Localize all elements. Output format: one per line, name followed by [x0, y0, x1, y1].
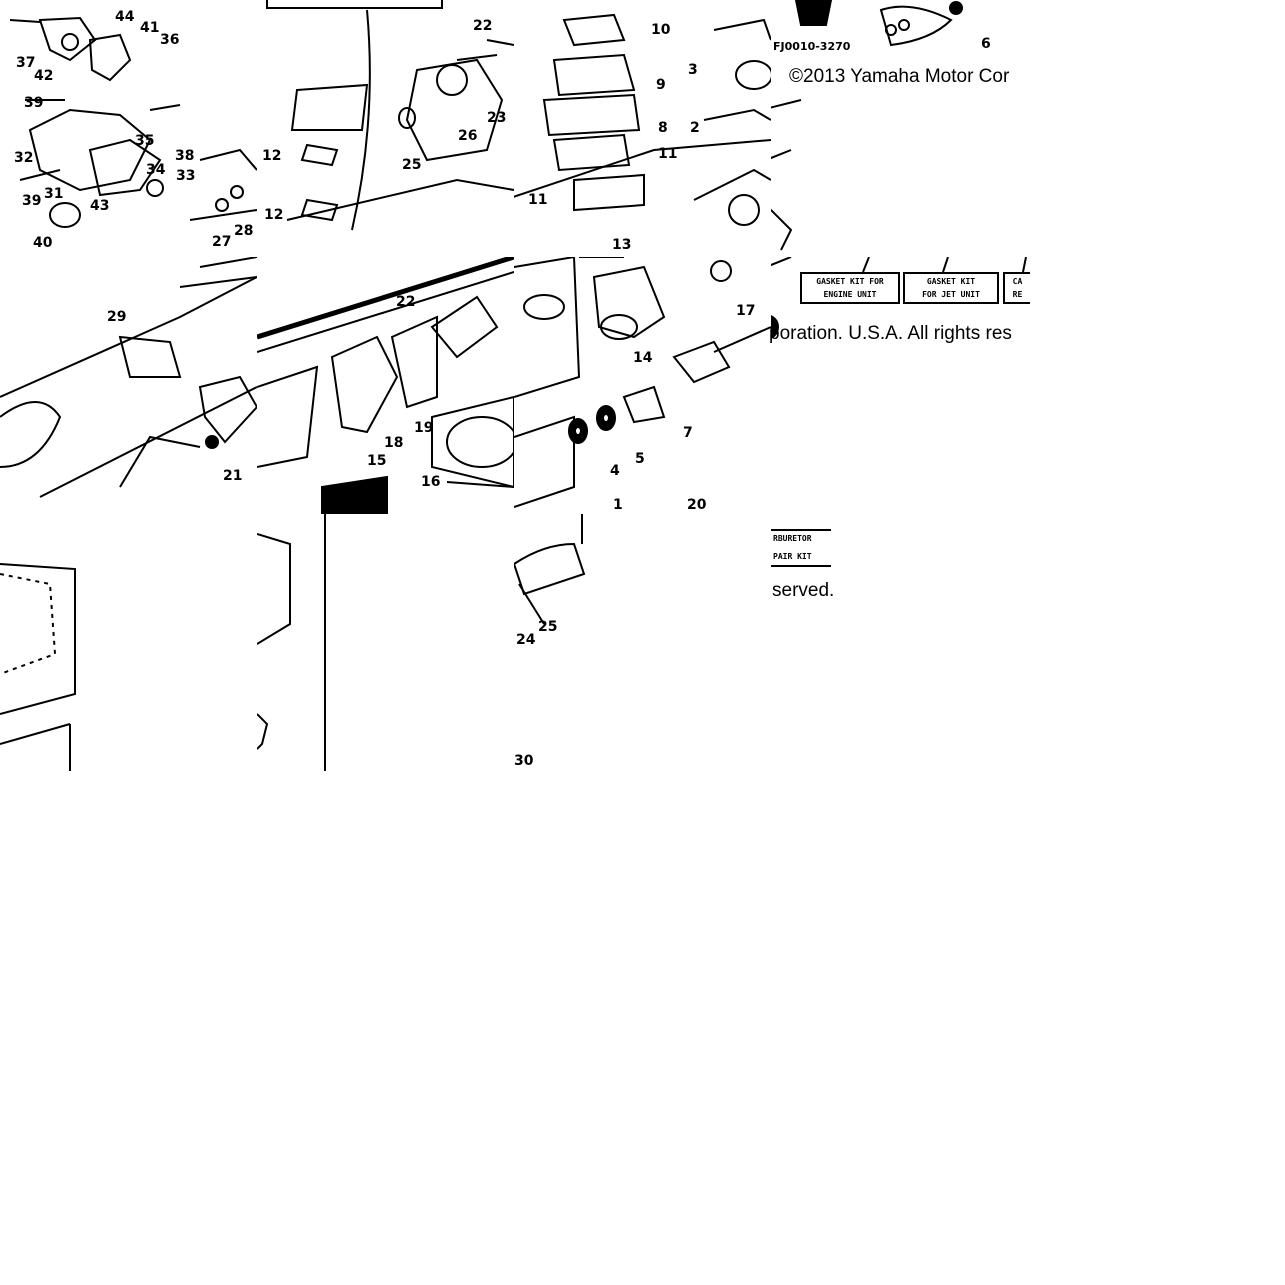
callout-39a: 39 [24, 95, 44, 111]
callout-34: 34 [146, 162, 166, 178]
callout-4: 4 [610, 463, 620, 479]
copyright-text-part2: poration. U.S.A. All rights res [769, 323, 1012, 344]
kit-box-carb: CA RE [1003, 272, 1030, 304]
diagram-tile-mid-left [0, 257, 257, 514]
callout-33: 33 [176, 168, 196, 184]
diagram-tile-mid-center-right [514, 257, 771, 514]
carb-kit-line1: RBURETOR [773, 534, 812, 543]
exploded-view-drawing [9, 16, 257, 228]
callout-9: 9 [656, 77, 666, 93]
diagram-tile-bottom-center-left [257, 514, 514, 771]
callout-30: 30 [514, 753, 534, 769]
callout-2: 2 [690, 120, 700, 136]
callout-23: 23 [487, 110, 507, 126]
callout-7: 7 [683, 425, 693, 441]
diagram-tile-bottom-center-right [514, 514, 771, 771]
exploded-view-drawing [257, 514, 326, 771]
callout-11a: 11 [658, 146, 678, 162]
callout-19: 19 [414, 420, 434, 436]
diagram-tile-bottom-left [0, 514, 257, 771]
diagram-tile-top-right [771, 0, 1028, 257]
exploded-view-drawing [514, 13, 771, 226]
callout-41: 41 [140, 20, 160, 36]
callout-35: 35 [135, 133, 155, 149]
callout-12a: 12 [262, 148, 282, 164]
callout-3: 3 [688, 62, 698, 78]
callout-22a: 22 [473, 18, 493, 34]
callout-21: 21 [223, 468, 243, 484]
diagram-tile-top-right-middle [514, 0, 771, 257]
callout-37: 37 [16, 55, 36, 71]
callout-1: 1 [613, 497, 623, 513]
kit-line2: ENGINE UNIT [823, 290, 877, 299]
callout-6: 6 [981, 36, 991, 52]
callout-18: 18 [384, 435, 404, 451]
callout-14: 14 [633, 350, 653, 366]
callout-25b: 25 [538, 619, 558, 635]
callout-8: 8 [658, 120, 668, 136]
callout-39b: 39 [22, 193, 42, 209]
callout-20: 20 [687, 497, 707, 513]
kit-box-engine: GASKET KIT FOR ENGINE UNIT [800, 272, 900, 304]
callout-32: 32 [14, 150, 34, 166]
callout-27: 27 [212, 234, 232, 250]
callout-25a: 25 [402, 157, 422, 173]
kit-line2: RE [1012, 290, 1023, 299]
callout-11b: 11 [528, 192, 548, 208]
carb-kit-line2: PAIR KIT [773, 552, 812, 561]
exploded-view-drawing [514, 514, 586, 625]
diagram-tile-top-middle [257, 0, 514, 257]
callout-28: 28 [234, 223, 254, 239]
kit-line1: CA [1012, 277, 1023, 286]
callout-24: 24 [516, 632, 536, 648]
copyright-text-part1: ©2013 Yamaha Motor Cor [789, 66, 1010, 87]
part-code: FJ0010-3270 [773, 40, 851, 53]
exploded-view-drawing [771, 257, 1027, 339]
copyright-text-part3: served. [772, 580, 835, 601]
kit-line1: GASKET KIT [926, 277, 976, 286]
exploded-view-drawing [771, 529, 831, 567]
callout-12b: 12 [264, 207, 284, 223]
exploded-view-drawing [771, 0, 963, 251]
callout-22b: 22 [396, 294, 416, 310]
callout-44: 44 [115, 9, 135, 25]
callout-16: 16 [421, 474, 441, 490]
kit-line1: GASKET KIT FOR [816, 277, 884, 286]
exploded-view-drawing [257, 257, 514, 514]
callout-36: 36 [160, 32, 180, 48]
callout-43: 43 [90, 198, 110, 214]
exploded-view-drawing [514, 257, 771, 508]
diagram-tile-mid-center-left [257, 257, 514, 514]
diagram-tile-top-left [0, 0, 257, 257]
callout-29: 29 [107, 309, 127, 325]
diagram-tile-bottom-right [771, 514, 1028, 771]
callout-17: 17 [736, 303, 756, 319]
callout-5: 5 [635, 451, 645, 467]
kit-line2: FOR JET UNIT [922, 290, 980, 299]
callout-38: 38 [175, 148, 195, 164]
exploded-view-drawing [266, 0, 514, 231]
kit-box-jet: GASKET KIT FOR JET UNIT [903, 272, 999, 304]
callout-15: 15 [367, 453, 387, 469]
callout-13: 13 [612, 237, 632, 253]
exploded-view-drawing [0, 257, 257, 498]
callout-42: 42 [34, 68, 54, 84]
exploded-view-drawing [0, 563, 76, 771]
callout-10: 10 [651, 22, 671, 38]
callout-26: 26 [458, 128, 478, 144]
callout-31: 31 [44, 186, 64, 202]
callout-40: 40 [33, 235, 53, 251]
